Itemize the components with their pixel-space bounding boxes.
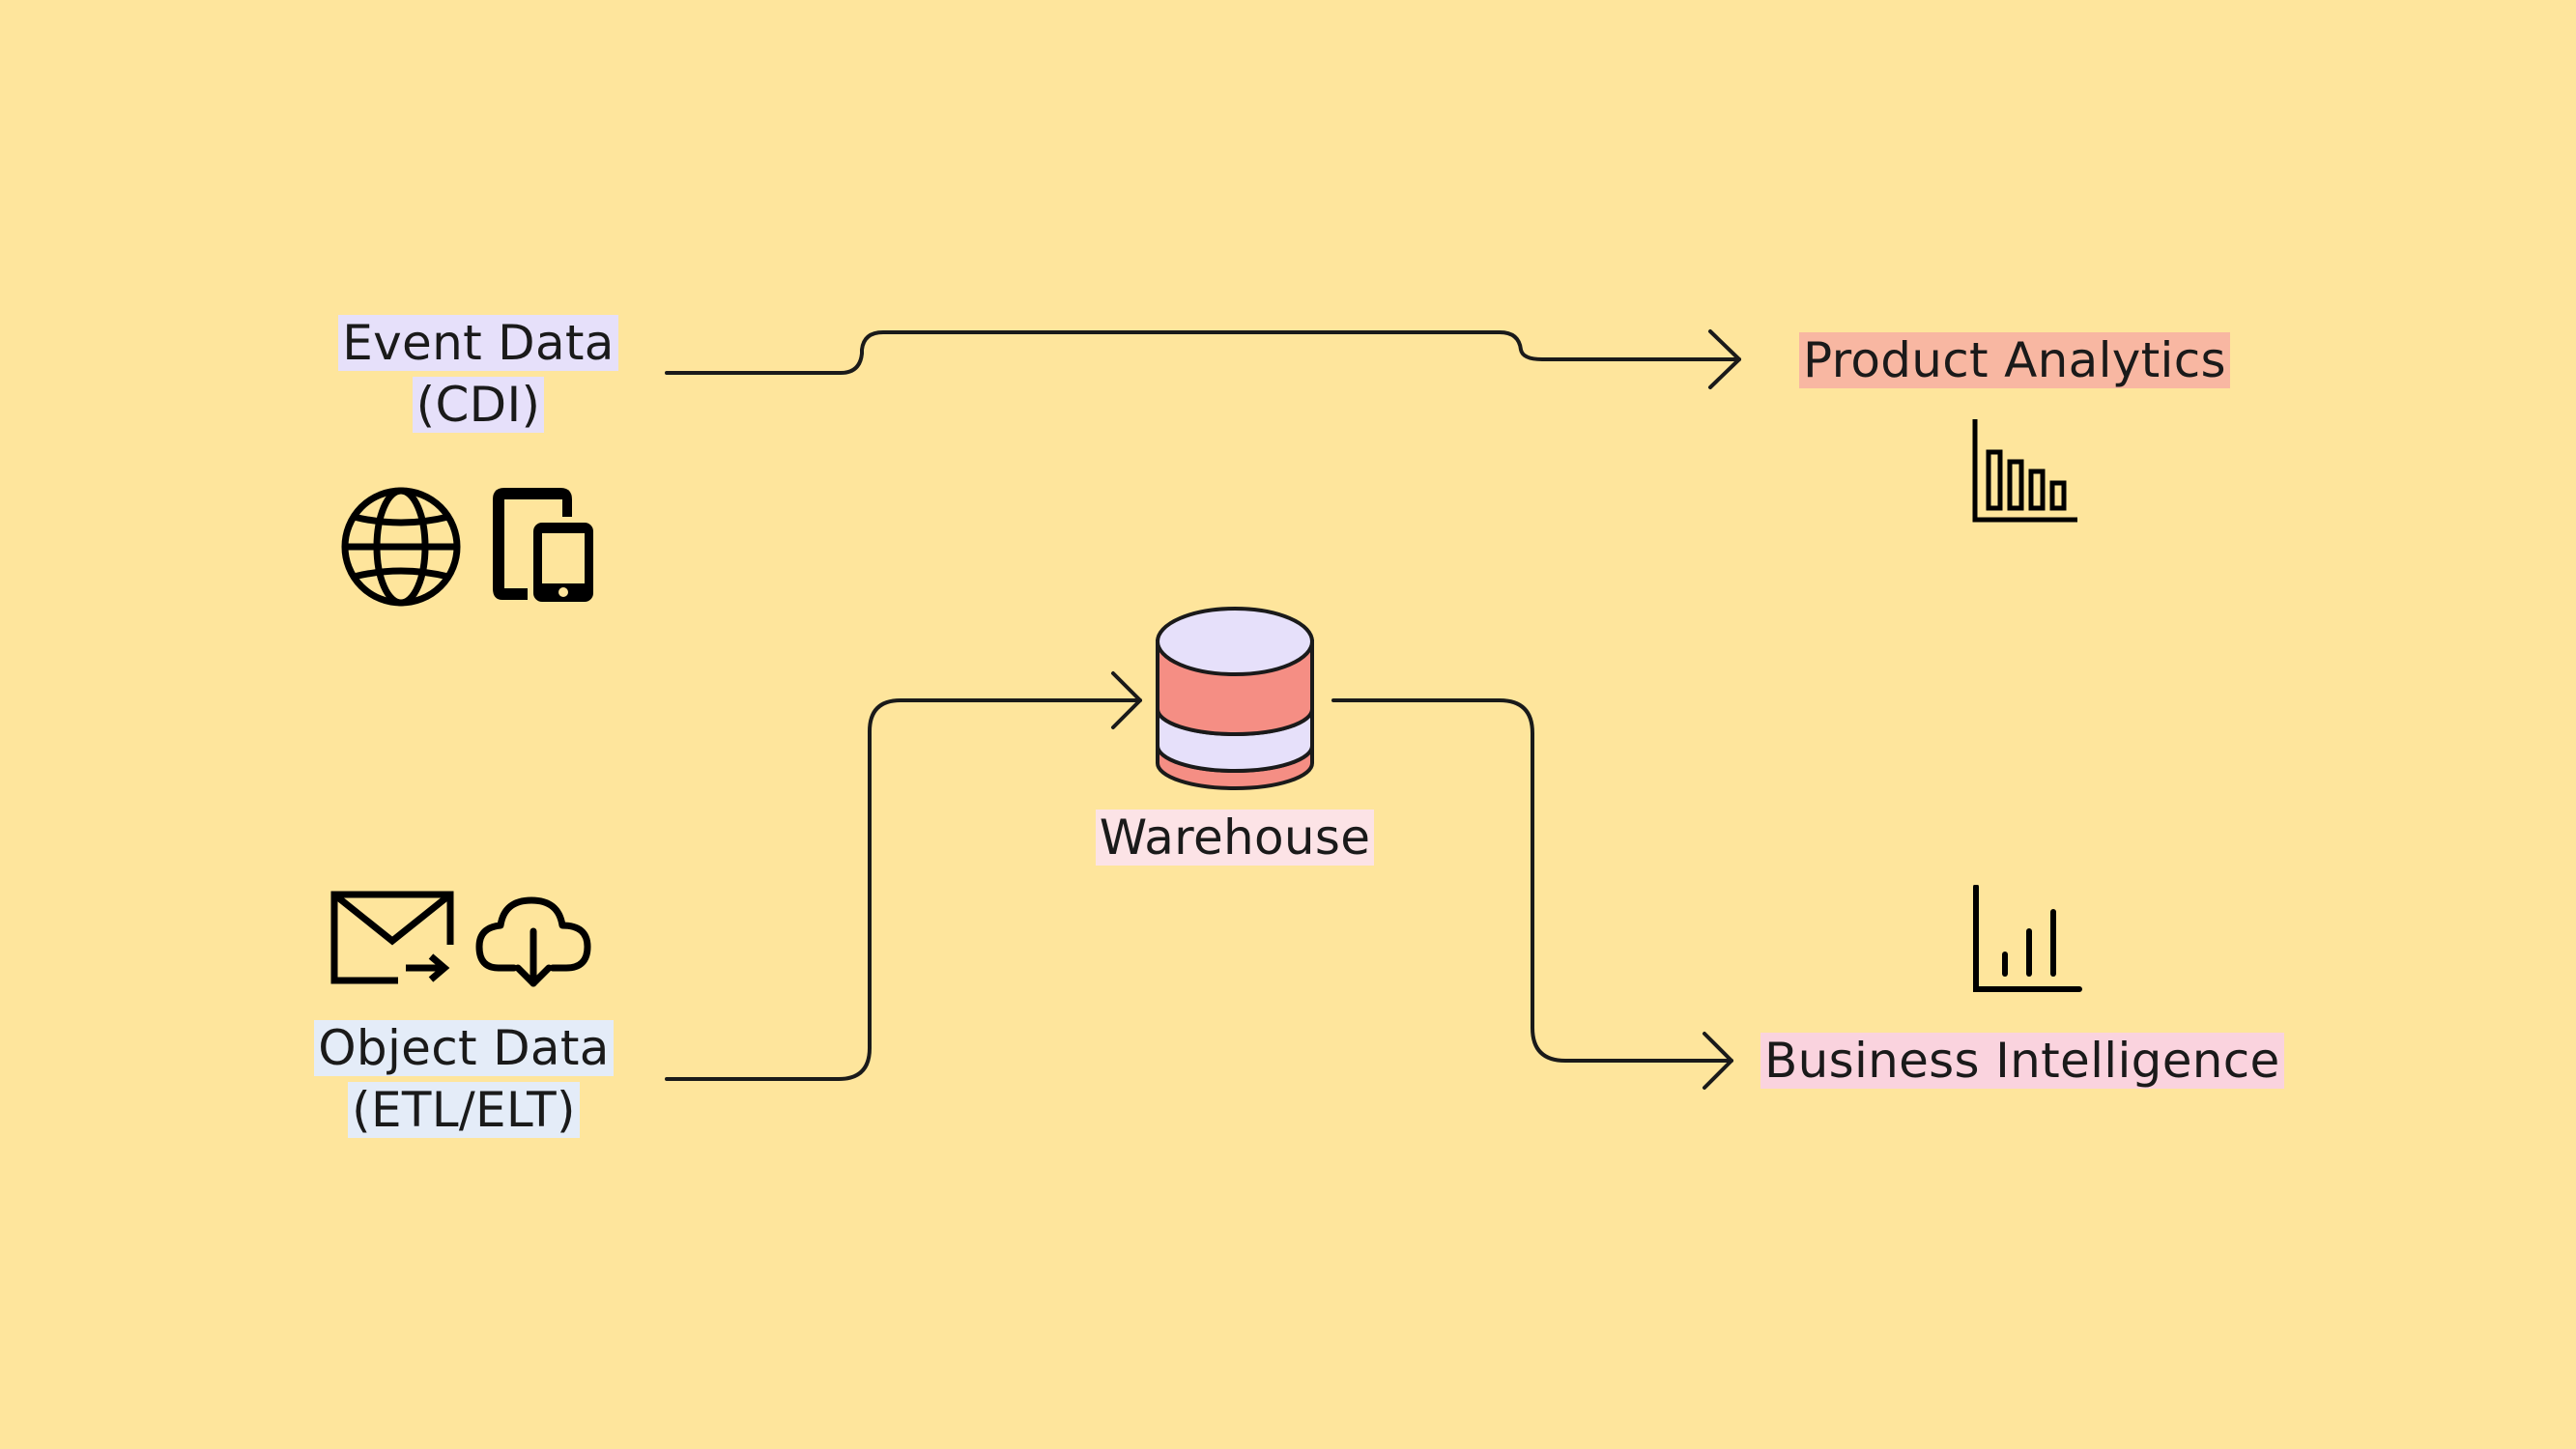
globe-icon bbox=[341, 487, 461, 607]
cloud-download-icon bbox=[475, 896, 591, 987]
column-chart-icon bbox=[1973, 885, 2082, 992]
warehouse-text: Warehouse bbox=[1095, 810, 1375, 866]
database-icon bbox=[1156, 607, 1314, 790]
object-data-title: Object Data bbox=[314, 1020, 614, 1076]
bar-chart-icon bbox=[1972, 419, 2077, 523]
object-data-label: Object Data (ETL/ELT) bbox=[300, 1017, 628, 1141]
devices-icon bbox=[493, 488, 593, 602]
warehouse-in-arrowhead bbox=[1111, 671, 1142, 729]
object-to-warehouse-arrow bbox=[665, 698, 1142, 1081]
warehouse-to-bi-arrow bbox=[1331, 698, 1733, 1063]
event-data-title: Event Data bbox=[338, 315, 618, 371]
product-analytics-text: Product Analytics bbox=[1799, 332, 2230, 388]
event-arrowhead bbox=[1708, 329, 1741, 389]
warehouse-label: Warehouse bbox=[1063, 807, 1407, 868]
business-intelligence-label: Business Intelligence bbox=[1760, 1030, 2284, 1092]
event-data-subtitle: (CDI) bbox=[412, 377, 545, 433]
product-analytics-label: Product Analytics bbox=[1799, 329, 2230, 391]
event-data-label: Event Data (CDI) bbox=[329, 312, 628, 436]
email-export-icon bbox=[330, 891, 454, 984]
object-data-subtitle: (ETL/ELT) bbox=[348, 1082, 580, 1138]
business-intelligence-text: Business Intelligence bbox=[1760, 1033, 2284, 1089]
event-to-analytics-arrow bbox=[665, 330, 1741, 375]
bi-arrowhead bbox=[1703, 1032, 1733, 1090]
